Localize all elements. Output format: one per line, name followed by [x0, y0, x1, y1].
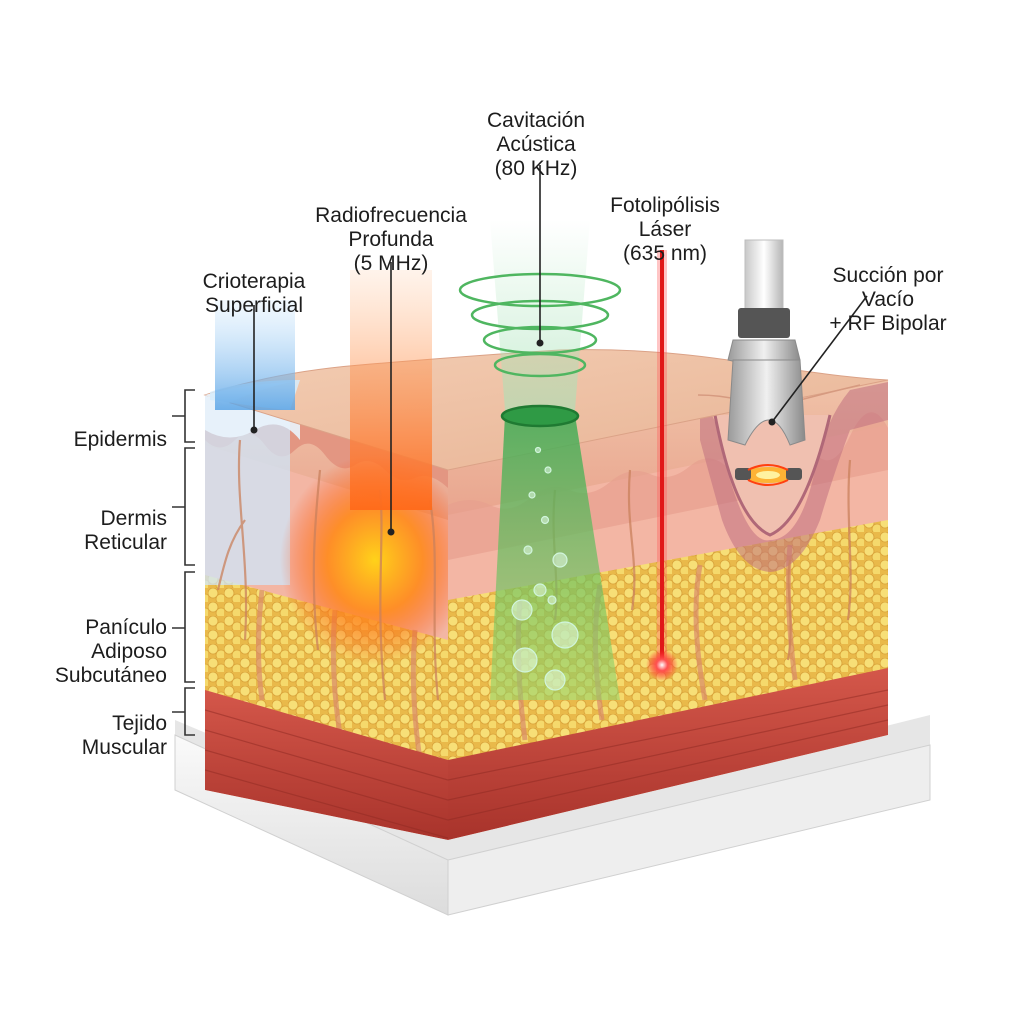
label-epidermis: Epidermis [73, 428, 167, 451]
layer-brackets [172, 389, 195, 736]
laser-beam [646, 250, 678, 681]
leader-dots [250, 339, 776, 536]
leader-lines [253, 165, 868, 532]
vacuum-handpiece [727, 239, 806, 486]
cryo-beam [215, 300, 295, 410]
label-succion-vacio: Succión por Vacío+ RF Bipolar [829, 264, 947, 335]
